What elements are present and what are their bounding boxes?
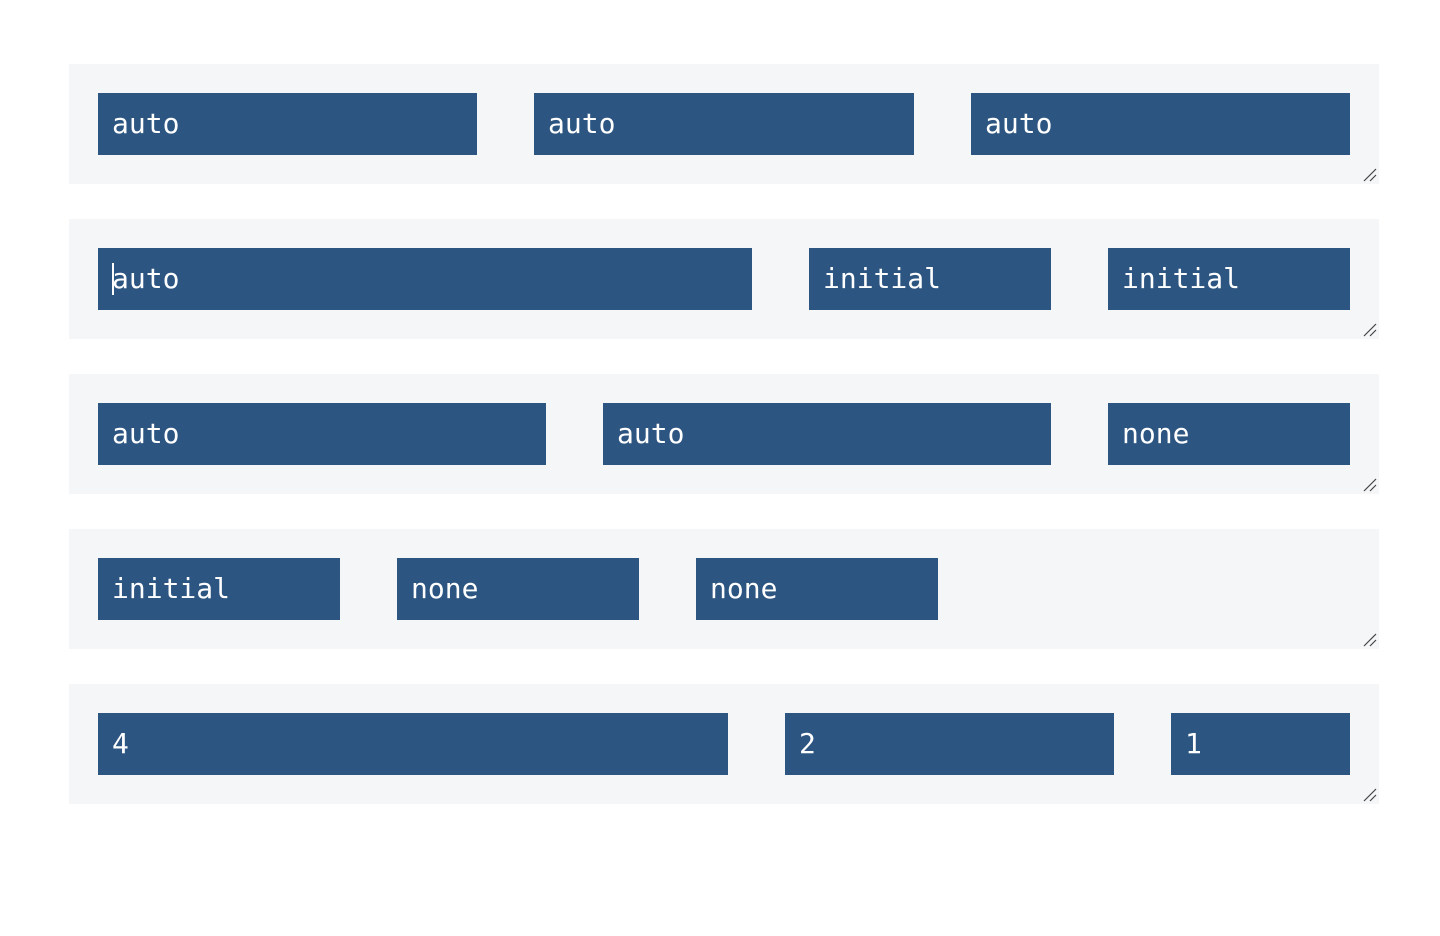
flex-item[interactable]: none — [397, 558, 639, 620]
flex-item-label: auto — [617, 417, 685, 450]
flex-item-label: 4 — [112, 727, 129, 760]
flex-item[interactable]: auto — [98, 403, 546, 465]
flex-item[interactable]: none — [696, 558, 938, 620]
flex-item[interactable]: initial — [1108, 248, 1350, 310]
flex-container-row-5: 4 2 1 — [69, 684, 1379, 804]
resize-handle-icon[interactable] — [1363, 323, 1377, 337]
flex-item-label: none — [411, 572, 479, 605]
flex-item[interactable]: initial — [809, 248, 1051, 310]
flex-item-label: initial — [1122, 262, 1241, 295]
resize-handle-icon[interactable] — [1363, 168, 1377, 182]
flex-item-label: auto — [112, 262, 180, 295]
flex-container-row-3: auto auto none — [69, 374, 1379, 494]
resize-handle-icon[interactable] — [1363, 478, 1377, 492]
flex-item-label: none — [1122, 417, 1190, 450]
flex-item-label: auto — [548, 107, 616, 140]
flex-container-row-2: auto initial initial — [69, 219, 1379, 339]
flex-item[interactable]: 1 — [1171, 713, 1350, 775]
flex-item[interactable]: 4 — [98, 713, 728, 775]
resize-handle-icon[interactable] — [1363, 633, 1377, 647]
flex-item[interactable]: auto — [534, 93, 914, 155]
flex-item[interactable]: auto — [98, 93, 477, 155]
flex-item-label: auto — [985, 107, 1053, 140]
flex-item-label: initial — [112, 572, 231, 605]
flex-item-label: auto — [112, 107, 180, 140]
flex-item[interactable]: auto — [98, 248, 752, 310]
flex-item-label: 2 — [799, 727, 816, 760]
flex-item[interactable]: auto — [603, 403, 1051, 465]
flex-item[interactable]: initial — [98, 558, 340, 620]
text-cursor — [112, 263, 114, 295]
flex-item-label: auto — [112, 417, 180, 450]
flex-item-label: 1 — [1185, 727, 1202, 760]
flex-container-row-1: auto auto auto — [69, 64, 1379, 184]
resize-handle-icon[interactable] — [1363, 788, 1377, 802]
flex-item-label: none — [710, 572, 778, 605]
flex-item[interactable]: none — [1108, 403, 1350, 465]
flex-container-row-4: initial none none — [69, 529, 1379, 649]
flex-item[interactable]: auto — [971, 93, 1350, 155]
flex-item[interactable]: 2 — [785, 713, 1114, 775]
flex-item-label: initial — [823, 262, 942, 295]
